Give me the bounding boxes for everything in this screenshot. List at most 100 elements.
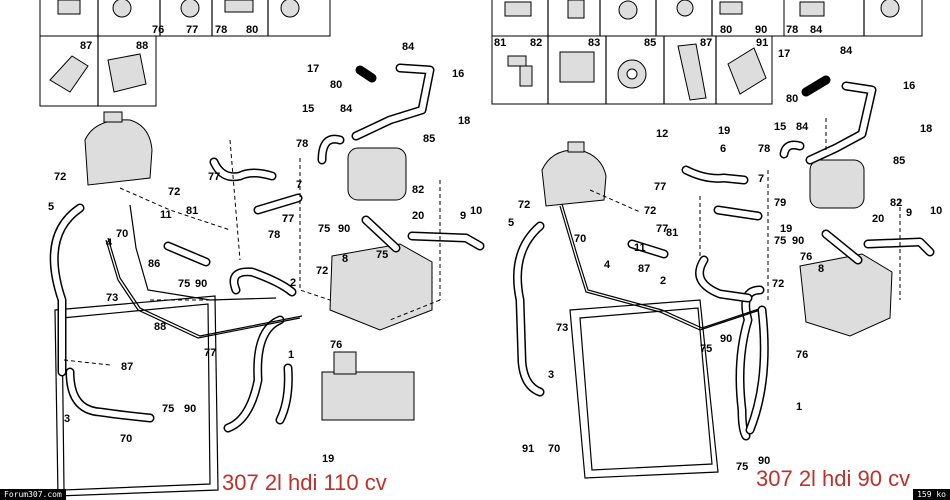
diagram-left: [49, 63, 485, 497]
left-callout-8: 78: [296, 138, 308, 150]
left-callout-39: 87: [121, 361, 133, 373]
left-callout-42: 70: [120, 433, 132, 445]
left-callout-7: 85: [423, 133, 435, 145]
right-callout-42: 70: [548, 443, 560, 455]
left-callout-23: 20: [412, 210, 424, 222]
right-callout-5: 15: [774, 121, 786, 133]
left-callout-0: 84: [402, 41, 415, 53]
thermostat-housing-right: [799, 159, 893, 337]
right-callout-1: 84: [840, 45, 853, 57]
left-callout-14: 70: [116, 228, 128, 240]
legend-left-label-1: 77: [186, 24, 198, 36]
right-callout-43: 75: [736, 461, 748, 473]
right-callout-28: 90: [792, 235, 804, 247]
right-callout-37: 90: [720, 333, 732, 345]
left-callout-18: 77: [208, 171, 220, 183]
legend-left-label-2: 78: [215, 24, 227, 36]
right-callout-30: 76: [800, 251, 812, 263]
right-callout-38: 76: [796, 349, 808, 361]
right-callout-36: 75: [700, 343, 712, 355]
left-callout-41: 90: [184, 403, 196, 415]
left-callout-44: 75: [376, 249, 388, 261]
legend-right-label-1: 90: [755, 24, 767, 36]
right-callout-23: 19: [780, 223, 792, 235]
left-callout-12: 72: [168, 186, 180, 198]
right-callout-11: 85: [893, 155, 905, 167]
left-callout-9: 7: [296, 179, 302, 191]
footer-site-label: Forum307.com: [0, 489, 66, 500]
left-callout-10: 77: [282, 213, 294, 225]
heater-matrix-left: [321, 351, 415, 421]
left-callout-6: 84: [340, 103, 353, 115]
right-callout-16: 79: [774, 197, 786, 209]
diagram-right: [513, 75, 935, 479]
legend-right-label-0: 80: [720, 24, 732, 36]
left-callout-16: 81: [186, 205, 198, 217]
left-callout-27: 72: [316, 265, 328, 277]
left-callout-26: 2: [290, 277, 296, 289]
legend-right-label-9: 91: [756, 37, 768, 49]
right-callout-10: 6: [720, 143, 726, 155]
right-callout-13: 72: [518, 199, 530, 211]
left-callout-24: 9: [460, 210, 466, 222]
right-callout-31: 8: [818, 263, 824, 275]
expansion-tank-left: [84, 111, 153, 186]
left-callout-13: 5: [48, 201, 54, 213]
left-callout-3: 80: [330, 79, 342, 91]
left-callout-40: 75: [162, 403, 174, 415]
right-callout-22: 81: [666, 227, 678, 239]
legend-right-label-3: 84: [810, 24, 823, 36]
thermostat-housing-left: [329, 147, 433, 331]
right-callout-7: 12: [656, 128, 668, 140]
clip-88-icon: [107, 53, 147, 93]
right-callout-8: 19: [718, 125, 730, 137]
right-callout-18: 20: [872, 213, 884, 225]
left-callout-22: 82: [412, 184, 424, 196]
clip-83-icon: [559, 51, 595, 83]
legend-grid-right: 80 90 78 84 81 82 83 85 87 91: [491, 0, 923, 105]
right-callout-2: 16: [903, 80, 915, 92]
right-callout-29: 4: [604, 259, 611, 271]
right-callout-0: 17: [778, 48, 790, 60]
left-callout-35: 3: [64, 413, 70, 425]
right-callout-17: 82: [890, 197, 902, 209]
legend-right-label-8: 87: [700, 37, 712, 49]
legend-left-label-3: 80: [246, 24, 258, 36]
left-callout-32: 90: [195, 278, 207, 290]
left-callout-21: 90: [338, 223, 350, 235]
left-callout-5: 15: [302, 103, 314, 115]
footer-size-label: 159 ko: [913, 489, 950, 500]
caption-110cv: 307 2l hdi 110 cv: [222, 470, 387, 495]
clip-87-icon: [49, 55, 89, 93]
legend-right-label-7: 85: [644, 37, 656, 49]
right-callout-12: 77: [654, 181, 666, 193]
legend-left-label-0: 76: [152, 24, 164, 36]
right-callout-4: 18: [920, 123, 932, 135]
left-callout-19: 78: [268, 229, 280, 241]
right-callout-19: 9: [906, 207, 912, 219]
legend-right-label-2: 78: [786, 24, 798, 36]
left-callout-33: 73: [106, 292, 118, 304]
legend-right-label-6: 83: [588, 37, 600, 49]
left-callout-20: 75: [318, 223, 330, 235]
right-callout-25: 70: [574, 233, 586, 245]
bracket-87-icon: [677, 43, 707, 101]
left-callout-29: 4: [106, 237, 113, 249]
left-callout-2: 16: [452, 68, 464, 80]
left-callout-15: 11: [160, 209, 172, 221]
right-callout-26: 77: [656, 223, 668, 235]
right-callout-34: 72: [772, 278, 784, 290]
left-callout-31: 75: [178, 278, 190, 290]
legend-left-label-4: 87: [80, 40, 92, 52]
right-callout-32: 87: [638, 263, 650, 275]
right-callout-44: 90: [758, 455, 770, 467]
caption-90cv: 307 2l hdi 90 cv: [756, 466, 911, 491]
right-callout-14: 72: [644, 205, 656, 217]
left-callout-37: 1: [288, 349, 294, 361]
left-callout-4: 18: [458, 115, 470, 127]
right-callout-20: 10: [930, 205, 942, 217]
right-callout-24: 5: [508, 217, 514, 229]
